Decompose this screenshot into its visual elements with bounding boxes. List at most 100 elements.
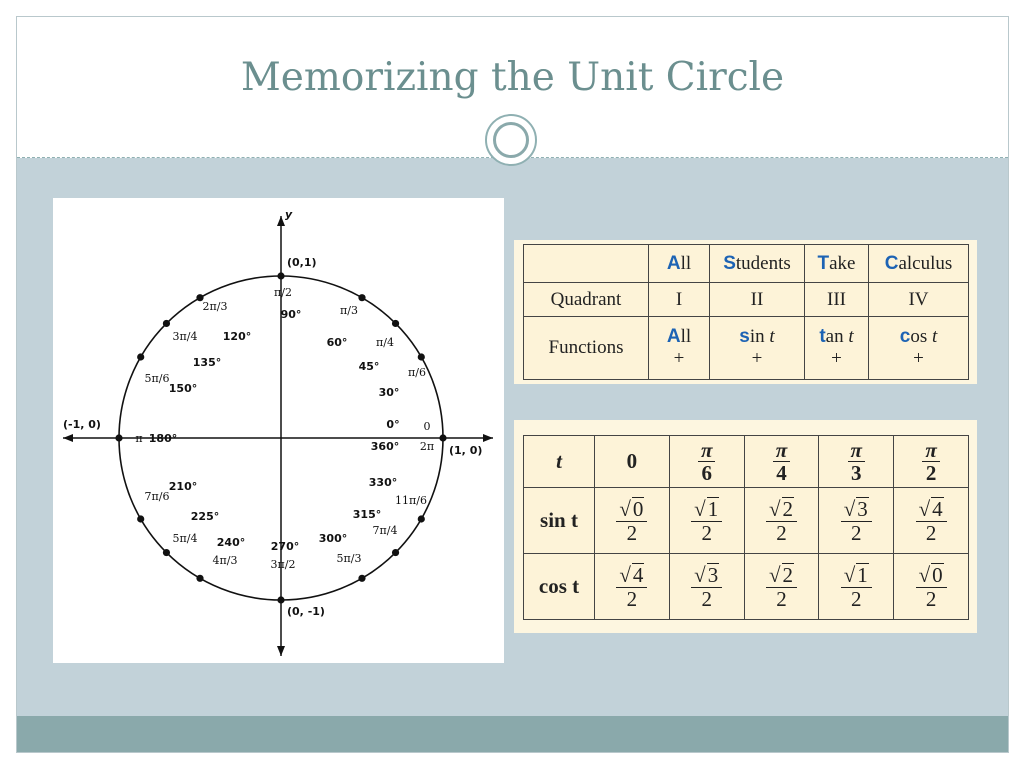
angle-degree-label: 270° [271, 540, 299, 553]
footer-bar [17, 716, 1008, 752]
circle-point-300 [358, 574, 366, 582]
t-label: t [523, 435, 595, 488]
circle-point-90 [277, 272, 285, 280]
sign-q3: + [831, 348, 842, 369]
angle-radian-label: 3π/2 [271, 558, 296, 571]
angle-degree-label: 300° [319, 532, 347, 545]
cos-label: cos t [523, 553, 595, 620]
circle-point-60 [358, 294, 366, 302]
quadrant-row: Quadrant I II III IV [523, 282, 969, 317]
unit-circle-diagram: y (0,1) (0, -1) (-1, 0) (1, 0) 90° π/2 60° π/3 45… [63, 208, 493, 656]
angle-degree-label: 45° [359, 360, 380, 373]
angle-radian-label: π [135, 432, 142, 445]
angle-degree-label: 60° [327, 336, 348, 349]
angle-degree-label: 0° [386, 418, 399, 431]
circle-point-135 [162, 319, 171, 328]
slide: Memorizing the Unit Circle y (0,1) (0, -1)… [16, 16, 1009, 753]
point-label-right: (1, 0) [449, 444, 482, 457]
quadrant-1: I [648, 282, 710, 317]
angle-radian-label: 7π/4 [373, 524, 398, 537]
angle-degree-label: 360° [371, 440, 399, 453]
y-axis-arrow-up [277, 216, 285, 226]
slide-title: Memorizing the Unit Circle [240, 55, 785, 100]
sign-q2: + [751, 348, 763, 369]
angle-degree-label: 180° [149, 432, 177, 445]
quadrant-table-panel: All Students Take Calculus Quadrant I II… [514, 240, 977, 384]
x-axis-arrow-left [63, 434, 73, 442]
angle-radian-label: π/3 [340, 304, 358, 317]
sin-label: sin t [523, 487, 595, 554]
angle-radian-label: 2π [420, 440, 434, 453]
angle-radian-label: 5π/3 [337, 552, 362, 565]
circle-point-225 [162, 548, 171, 557]
angle-radian-label: π/6 [408, 366, 426, 379]
functions-q2: sin t+ [709, 316, 805, 380]
divider-ring-ornament [485, 114, 537, 166]
circle-point-30 [417, 353, 425, 361]
circle-point-180 [115, 434, 123, 442]
angle-degree-label: 120° [223, 330, 251, 343]
functions-q4: cos t+ [868, 316, 969, 380]
circle-point-45 [391, 319, 400, 328]
functions-q1: All+ [648, 316, 710, 380]
angle-radian-label: 5π/6 [145, 372, 170, 385]
angle-radian-label: 4π/3 [213, 554, 238, 567]
angle-radian-label: 3π/4 [173, 330, 198, 343]
angle-degree-label: 30° [379, 386, 400, 399]
quadrant-label: Quadrant [523, 282, 649, 317]
angle-radian-label: 5π/4 [173, 532, 198, 545]
angle-degree-label: 225° [191, 510, 219, 523]
angle-degree-label: 90° [281, 308, 302, 321]
circle-point-0 [439, 434, 447, 442]
angle-radian-label: π/2 [274, 286, 292, 299]
divider-ring-inner [493, 122, 529, 158]
quadrant-header-row: All Students Take Calculus [523, 244, 969, 283]
point-label-bottom: (0, -1) [287, 605, 325, 618]
y-axis-label: y [285, 208, 293, 221]
t-col-0: 0 [594, 435, 670, 488]
point-label-top: (0,1) [287, 256, 317, 269]
header-take: Take [804, 244, 869, 283]
y-axis-arrow-down [277, 646, 285, 656]
circle-point-240 [196, 574, 204, 582]
x-axis-arrow-right [483, 434, 493, 442]
quadrant-4: IV [868, 282, 969, 317]
circle-point-120 [196, 294, 204, 302]
angle-degree-label: 210° [169, 480, 197, 493]
circle-point-270 [277, 596, 285, 604]
functions-q3: tan t+ [804, 316, 869, 380]
sign-q1: + [673, 348, 685, 369]
angle-radian-label: 11π/6 [395, 494, 427, 507]
point-label-left: (-1, 0) [63, 418, 101, 431]
angle-radian-label: π/4 [376, 336, 394, 349]
angle-radian-label: 7π/6 [145, 490, 170, 503]
angle-degree-label: 315° [353, 508, 381, 521]
angle-degree-label: 240° [217, 536, 245, 549]
circle-point-210 [137, 515, 145, 523]
angle-degree-label: 135° [193, 356, 221, 369]
quadrant-3: III [804, 282, 869, 317]
empty-header-cell [523, 244, 649, 283]
functions-label: Functions [523, 316, 649, 380]
circle-point-150 [137, 353, 145, 361]
angle-radian-label: 2π/3 [203, 300, 228, 313]
sign-q4: + [913, 348, 924, 369]
header-calculus: Calculus [868, 244, 969, 283]
header-all: All [648, 244, 710, 283]
functions-row: Functions All+ sin t+ tan t+ cos t+ [523, 316, 969, 380]
